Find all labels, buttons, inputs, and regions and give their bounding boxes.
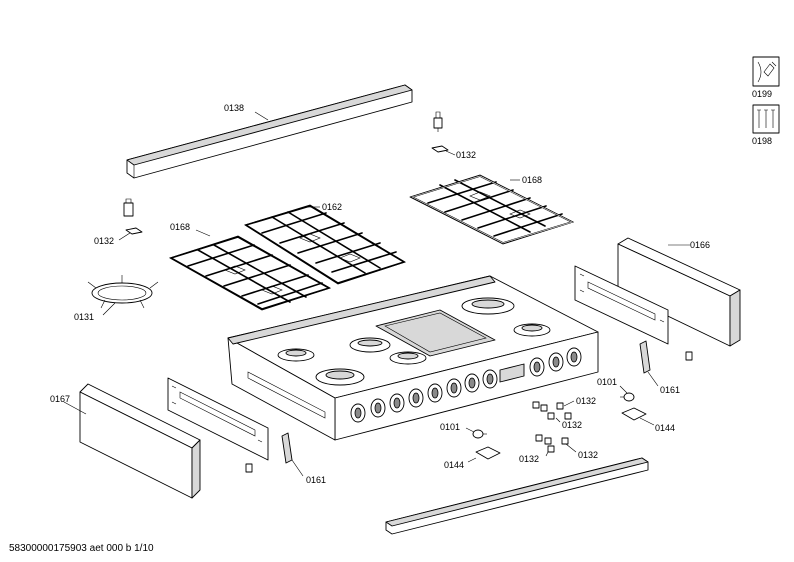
part-0161-leg-right[interactable] xyxy=(639,340,651,374)
label-0168-left: 0168 xyxy=(170,222,190,232)
control-display xyxy=(499,363,525,383)
part-0132-clips-lower[interactable] xyxy=(535,434,569,453)
label-0161-right: 0161 xyxy=(660,385,680,395)
label-0198: 0198 xyxy=(752,136,772,146)
burner-rear-left xyxy=(277,348,315,362)
part-0168-grate-right[interactable] xyxy=(409,174,575,245)
burner-center-rear xyxy=(349,337,391,353)
label-0168-right: 0168 xyxy=(522,175,542,185)
part-0131-wok-ring[interactable] xyxy=(87,275,159,309)
label-0101-left: 0101 xyxy=(440,422,460,432)
part-0161-leg-left[interactable] xyxy=(281,432,293,464)
part-0167-side-panel-left[interactable] xyxy=(79,383,201,499)
label-0131: 0131 xyxy=(74,312,94,322)
label-0144-right: 0144 xyxy=(655,423,675,433)
label-0132-r2: 0132 xyxy=(562,420,582,430)
part-small-clip-left[interactable] xyxy=(245,463,253,473)
label-0132-r1: 0132 xyxy=(576,396,596,406)
part-0144-plate-right[interactable] xyxy=(621,407,647,421)
burner-center-front xyxy=(389,351,427,365)
cooktop-body[interactable] xyxy=(227,275,599,441)
part-0162-grate-center[interactable] xyxy=(244,204,406,285)
part-0144-plate-left[interactable] xyxy=(475,446,501,460)
label-0162: 0162 xyxy=(322,202,342,212)
burner-front-left xyxy=(315,368,365,386)
part-0132-clip-left[interactable] xyxy=(123,198,143,235)
label-0199: 0199 xyxy=(752,89,772,99)
part-0138-trim-strip[interactable] xyxy=(126,84,413,179)
part-0132-clips-middle[interactable] xyxy=(532,401,572,420)
label-0132-top: 0132 xyxy=(456,150,476,160)
part-bracket-left[interactable] xyxy=(167,377,269,461)
part-small-clip-right[interactable] xyxy=(685,351,693,361)
document-footer: 58300000175903 aet 000 b 1/10 xyxy=(9,543,154,554)
label-0132-b2: 0132 xyxy=(578,450,598,460)
label-0161-left: 0161 xyxy=(306,475,326,485)
part-0132-clip-top[interactable] xyxy=(431,111,449,153)
tools-manual-icon[interactable] xyxy=(752,56,780,87)
label-0101-right: 0101 xyxy=(597,377,617,387)
burner-right-rear xyxy=(461,297,515,315)
label-0132-b1: 0132 xyxy=(519,454,539,464)
label-0138: 0138 xyxy=(224,103,244,113)
label-0166: 0166 xyxy=(690,240,710,250)
label-0167: 0167 xyxy=(50,394,70,404)
label-0132-left: 0132 xyxy=(94,236,114,246)
part-bottom-trim-strip[interactable] xyxy=(385,457,649,535)
burner-right-front xyxy=(513,323,551,337)
part-0101-valve-right[interactable] xyxy=(620,392,635,402)
tool-kit-icon[interactable] xyxy=(752,104,780,134)
part-bracket-right[interactable] xyxy=(574,265,669,345)
part-0101-valve-left[interactable] xyxy=(472,429,487,439)
label-0144-left: 0144 xyxy=(444,460,464,470)
part-0168-grate-left[interactable] xyxy=(168,235,332,311)
part-0166-side-panel-right[interactable] xyxy=(617,237,741,347)
control-knobs[interactable] xyxy=(350,347,582,423)
